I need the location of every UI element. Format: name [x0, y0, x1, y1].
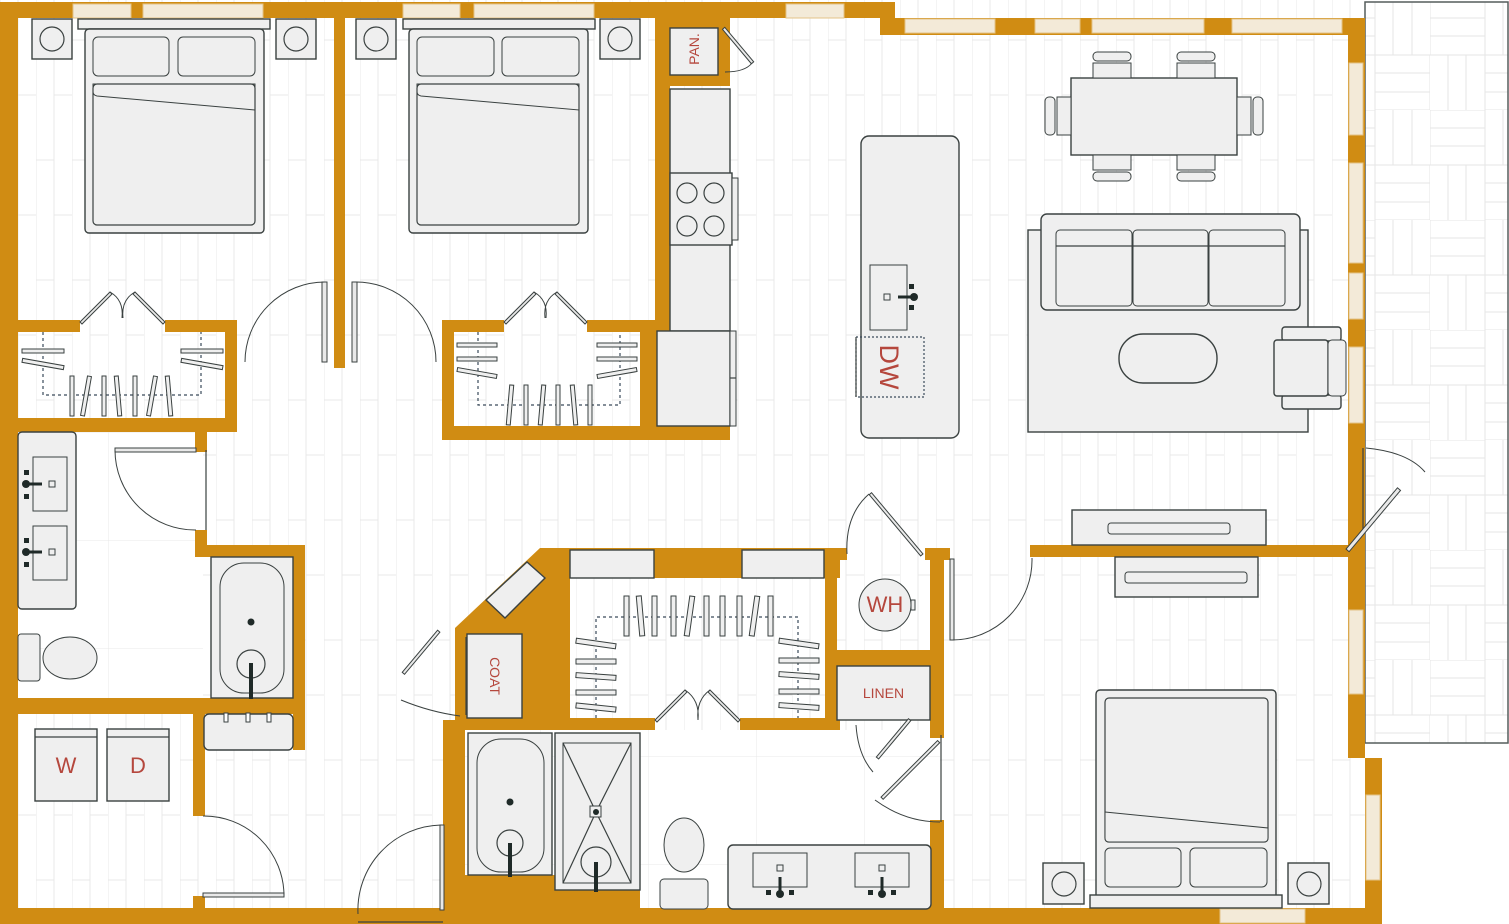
water-heater-label: WH — [866, 592, 904, 617]
bathroom-1 — [17, 431, 294, 699]
entry-door[interactable] — [357, 824, 445, 923]
bedroom-2-closet — [456, 291, 638, 426]
dining-table — [1070, 77, 1238, 156]
coffee-table — [1118, 333, 1218, 384]
water-heater-closet — [846, 492, 924, 632]
armchair — [1273, 339, 1329, 397]
dryer-label: D — [130, 753, 146, 778]
linen-shelf — [836, 665, 931, 721]
coat-rack — [466, 633, 523, 719]
nightstand — [1287, 862, 1330, 905]
balcony — [1364, 1, 1509, 744]
washer — [34, 728, 98, 802]
queen-bed — [84, 28, 265, 234]
toilet — [663, 817, 705, 873]
pantry-label: PAN. — [686, 33, 702, 65]
balcony-door[interactable] — [1345, 447, 1426, 553]
primary-closet — [569, 549, 825, 723]
primary-bedroom-door[interactable] — [949, 557, 1033, 641]
queen-bed — [408, 28, 589, 234]
pantry — [669, 27, 719, 76]
windows — [72, 3, 1381, 924]
bedroom-1-door[interactable] — [244, 281, 328, 363]
bedroom-1 — [31, 18, 317, 234]
bedroom-1-closet — [21, 291, 224, 417]
nightstand — [355, 18, 397, 60]
nightstand — [599, 18, 641, 60]
nightstand — [1042, 862, 1085, 905]
linen-closet — [836, 665, 931, 721]
living-room — [1027, 213, 1347, 433]
bedroom-2 — [355, 18, 641, 234]
dryer — [106, 728, 170, 802]
linen-label: LINEN — [862, 685, 905, 701]
kitchen — [656, 26, 960, 439]
toilet — [17, 633, 41, 682]
cooktop — [669, 172, 733, 246]
coat-closet — [400, 561, 547, 719]
dishwasher-label: DW — [874, 344, 904, 390]
nightstand — [275, 18, 317, 60]
coat-label: COAT — [487, 657, 503, 695]
laundry — [34, 712, 294, 898]
bedroom-2-door[interactable] — [351, 281, 437, 363]
nightstand — [31, 18, 73, 60]
dining — [1044, 51, 1264, 182]
primary-bath — [467, 718, 942, 910]
primary-bedroom — [1042, 509, 1330, 909]
washer-label: W — [55, 753, 77, 778]
